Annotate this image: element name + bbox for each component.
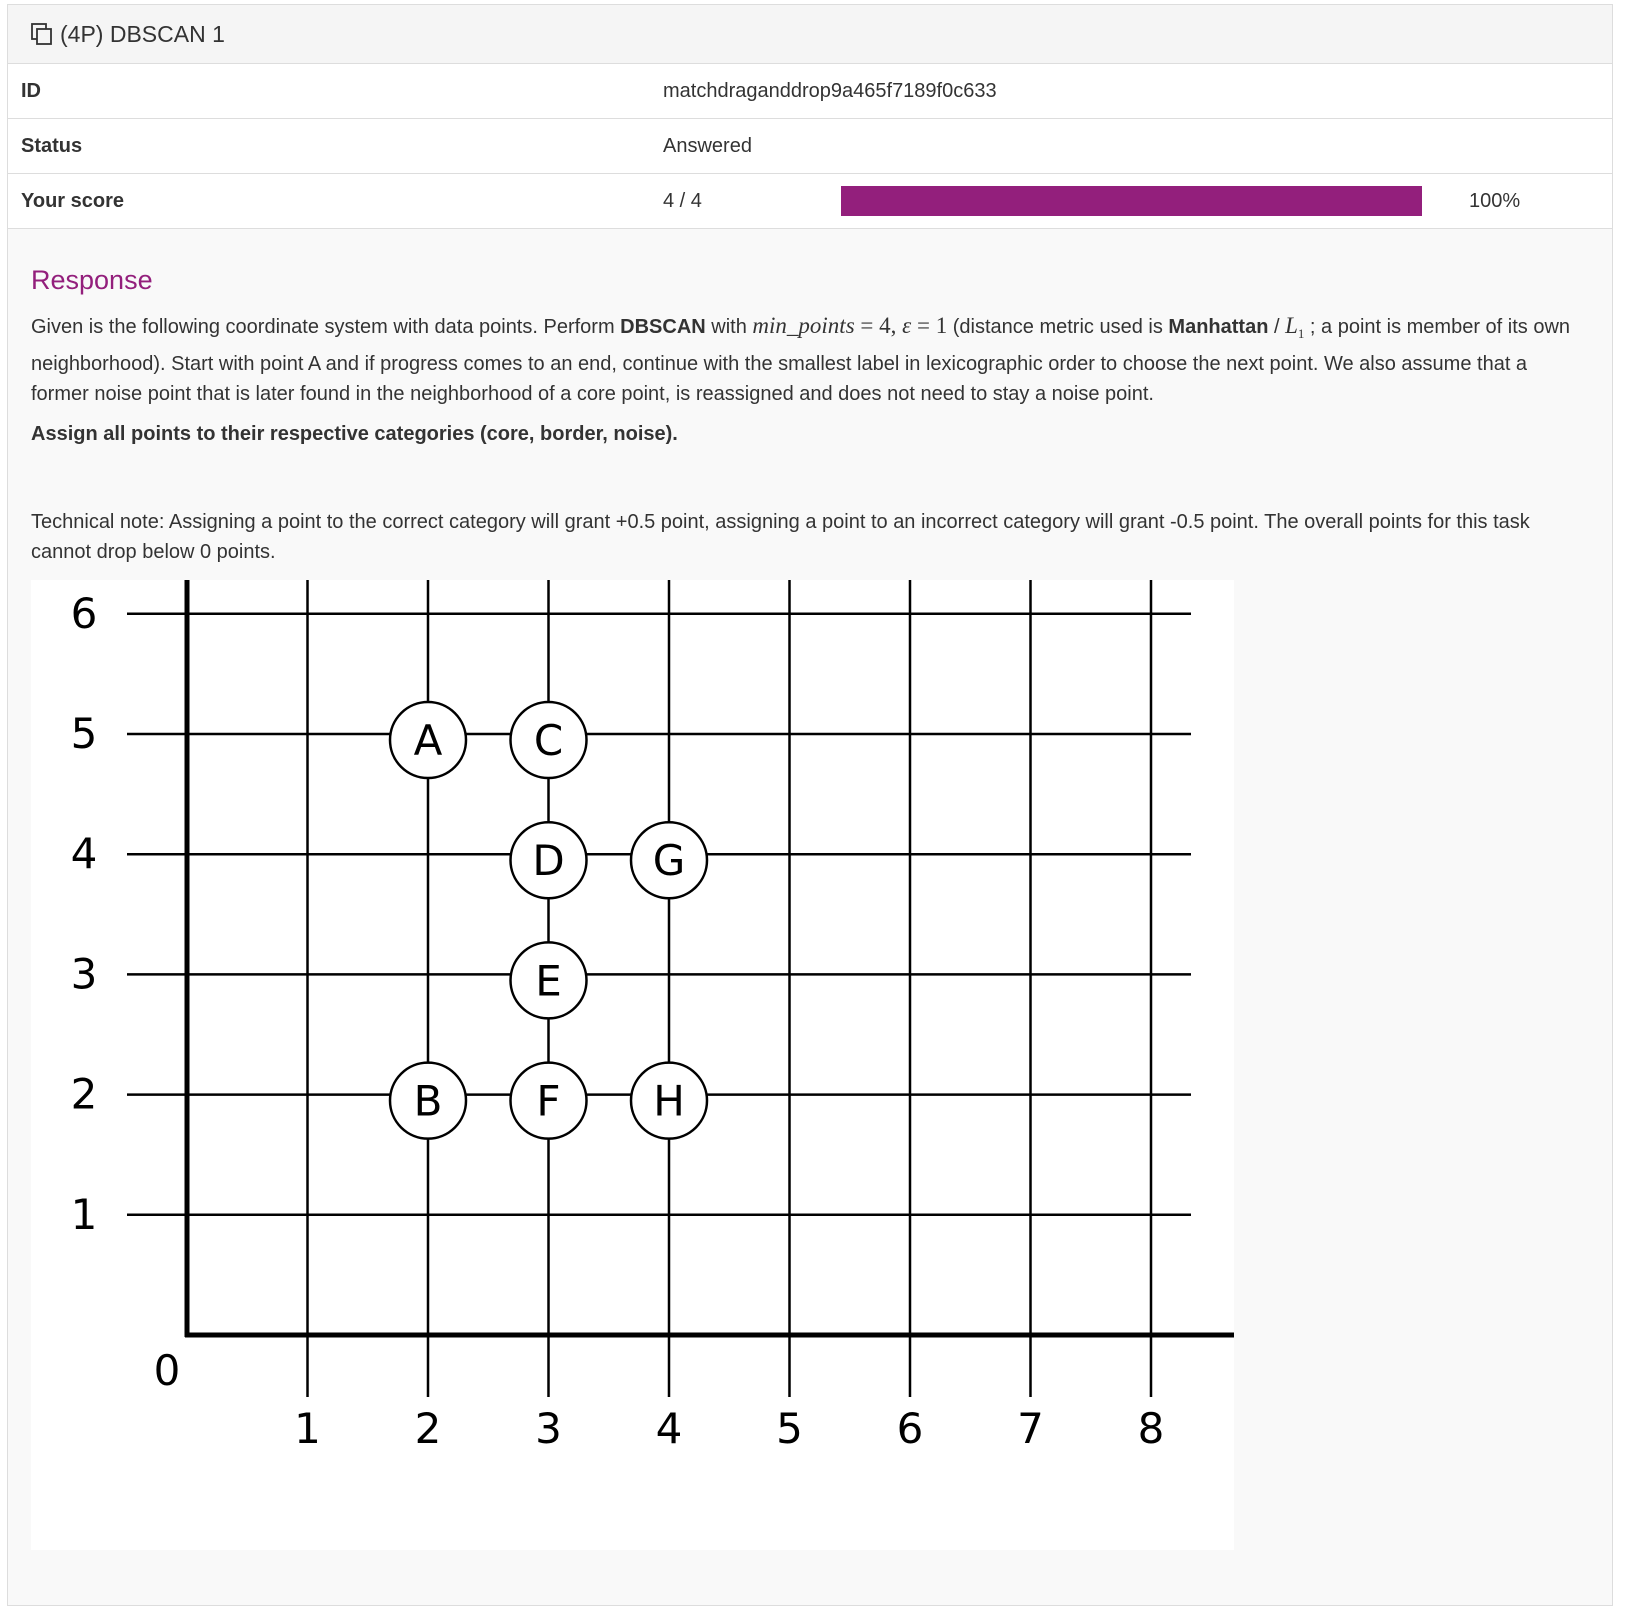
question-text-part: ; a point is member of its own neighborh… (31, 316, 1571, 405)
data-point-c (509, 700, 588, 780)
response-title: Response (31, 265, 153, 295)
y-tick-label: 4 (71, 829, 98, 878)
math-l1: L (1285, 313, 1298, 338)
data-point-label: F (536, 1077, 560, 1126)
copy-icon (30, 22, 54, 46)
y-tick-label: 1 (71, 1190, 98, 1239)
math-epsilon: ε (902, 313, 912, 338)
data-point-g (629, 820, 709, 900)
x-tick-label: 4 (656, 1404, 683, 1453)
score-progress-bar (841, 186, 1422, 216)
y-tick-label: 2 (71, 1070, 98, 1119)
data-point-d (509, 820, 588, 900)
x-tick-label: 6 (897, 1404, 924, 1453)
x-tick-label: 8 (1138, 1404, 1165, 1453)
question-text-part: with (705, 316, 753, 338)
data-point-e (509, 941, 588, 1020)
id-label: ID (21, 80, 41, 102)
data-point-label: A (414, 716, 443, 765)
math-l1-subscript: 1 (1297, 326, 1305, 341)
y-tick-label: 6 (71, 589, 98, 638)
data-point-a (388, 700, 468, 780)
coordinate-figure: 1 2 3 4 5 6 1 2 3 4 5 6 7 8 0 A B C D E F G H (31, 580, 1234, 1550)
panel-heading: (4P) DBSCAN 1 (8, 5, 1612, 64)
response-section: Response Given is the following coordina… (8, 265, 1612, 567)
data-point-label: H (653, 1077, 685, 1126)
score-progress-fill (841, 186, 1422, 216)
math-min-points: min_points (752, 313, 855, 338)
dbscan-term: DBSCAN (620, 316, 706, 338)
question-title: (4P) DBSCAN 1 (60, 20, 225, 47)
question-text: Given is the following coordinate system… (31, 311, 1589, 409)
status-label: Status (21, 135, 83, 157)
manhattan-term: Manhattan (1168, 316, 1269, 338)
data-point-h (629, 1061, 709, 1140)
question-text-part: Given is the following coordinate system… (31, 316, 621, 338)
question-text-part: / (1268, 316, 1286, 338)
data-point-label: B (414, 1077, 443, 1126)
math-equals-1: = 1 (911, 313, 948, 338)
x-tick-label: 5 (776, 1404, 803, 1453)
id-row: ID matchdraganddrop9a465f7189f0c633 (8, 64, 1612, 119)
coordinate-plot: 1 2 3 4 5 6 1 2 3 4 5 6 7 8 0 A B C D E F G H (71, 580, 1234, 1453)
data-point-f (509, 1061, 588, 1140)
id-value: matchdraganddrop9a465f7189f0c633 (663, 80, 997, 102)
data-point-b (388, 1061, 468, 1140)
x-tick-label: 2 (415, 1404, 442, 1453)
status-row: Status Answered (8, 119, 1612, 174)
data-point-label: E (535, 956, 562, 1005)
score-percent: 100% (1469, 190, 1521, 212)
x-tick-label: 3 (535, 1404, 562, 1453)
status-value: Answered (663, 135, 752, 157)
data-point-label: D (532, 836, 564, 885)
score-label: Your score (21, 190, 124, 212)
score-value: 4 / 4 (663, 190, 702, 212)
assign-instruction: Assign all points to their respective ca… (31, 423, 678, 445)
data-point-label: G (653, 836, 686, 885)
score-row: Your score 4 / 4 100% (8, 174, 1612, 229)
technical-note: Technical note: Assigning a point to the… (31, 511, 1530, 563)
question-text-part: (distance metric used is (947, 316, 1169, 338)
x-tick-label: 1 (294, 1404, 321, 1453)
y-tick-label: 3 (71, 949, 98, 998)
x-tick-label: 7 (1017, 1404, 1044, 1453)
origin-label: 0 (154, 1346, 181, 1395)
data-point-label: C (534, 716, 563, 765)
y-tick-label: 5 (71, 709, 98, 758)
math-equals-4: = 4, (854, 313, 903, 338)
